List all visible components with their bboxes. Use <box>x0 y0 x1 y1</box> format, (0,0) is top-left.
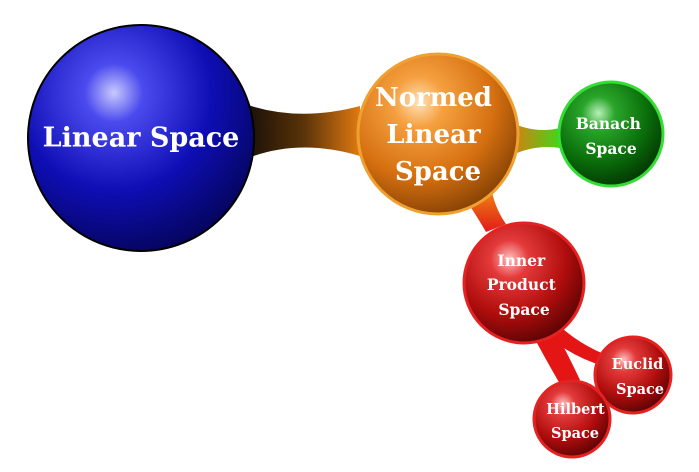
node-inner-label-line-2: Product <box>487 275 557 294</box>
node-normed-label-line-3: Space <box>395 157 481 187</box>
node-hilbert-space-label: Hilbert Space <box>546 401 609 442</box>
node-inner-product-space-label: Inner Product Space <box>487 251 561 319</box>
node-inner-product-space-bubble <box>462 221 586 345</box>
node-normed-linear-space-bubble <box>356 52 520 216</box>
node-banach-label-line-2: Space <box>585 139 637 158</box>
node-inner-label-line-1: Inner <box>497 251 546 270</box>
node-banach-space-bubble <box>557 80 665 188</box>
node-inner-label-line-3: Space <box>498 300 550 319</box>
node-normed-label-line-1: Normed <box>375 83 492 113</box>
node-euclid-label-line-2: Space <box>616 381 664 398</box>
node-hilbert-label-line-2: Space <box>551 425 599 442</box>
node-linear-space-bubble <box>27 24 255 252</box>
node-linear-space[interactable]: Linear Space <box>27 24 255 252</box>
node-linear-space-label: Linear Space <box>43 123 240 154</box>
node-euclid-space[interactable]: Euclid Space <box>593 335 673 415</box>
node-banach-space-label: Banach Space <box>576 114 647 158</box>
connector-normed-to-banach <box>510 122 560 156</box>
node-hilbert-label-line-1: Hilbert <box>546 401 605 418</box>
node-normed-linear-space-label: Normed Linear Space <box>375 83 501 187</box>
connector-linear-to-normed <box>248 105 360 158</box>
node-inner-product-space[interactable]: Inner Product Space <box>462 221 586 345</box>
node-euclid-label-line-1: Euclid <box>612 356 664 373</box>
node-normed-label-line-2: Linear <box>386 120 480 150</box>
node-banach-space[interactable]: Banach Space <box>557 80 665 188</box>
node-euclid-space-bubble <box>593 335 673 415</box>
node-hilbert-space[interactable]: Hilbert Space <box>532 379 612 459</box>
node-hilbert-space-bubble <box>532 379 612 459</box>
node-euclid-space-label: Euclid Space <box>612 356 669 398</box>
node-banach-label-line-1: Banach <box>576 114 641 133</box>
node-normed-linear-space[interactable]: Normed Linear Space <box>356 52 520 216</box>
